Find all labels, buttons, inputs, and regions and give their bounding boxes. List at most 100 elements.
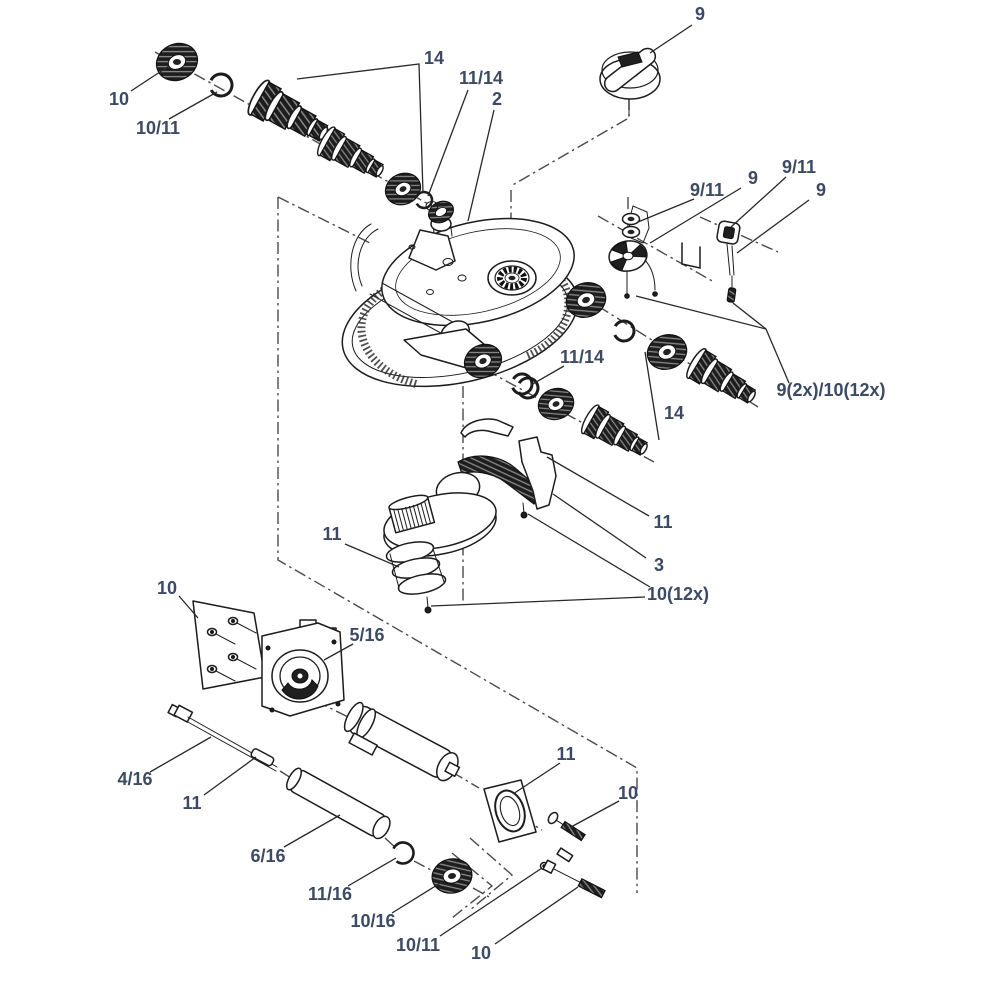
plate-screws bbox=[206, 616, 257, 682]
pump-head bbox=[261, 619, 345, 717]
leader-lines bbox=[130, 24, 810, 945]
part-label: 14 bbox=[664, 403, 684, 423]
main-housing bbox=[341, 200, 612, 396]
screw-right bbox=[522, 502, 525, 514]
leader-line bbox=[130, 65, 170, 92]
leader-line bbox=[203, 756, 257, 796]
union-nut bbox=[533, 382, 579, 426]
part-label: 9 bbox=[695, 4, 705, 24]
drain-hose bbox=[385, 541, 447, 595]
part-label: 9 bbox=[748, 168, 758, 188]
part-label: 10/11 bbox=[136, 118, 180, 138]
leader-line bbox=[512, 762, 561, 795]
part-label: 5/16 bbox=[349, 625, 384, 645]
hose-connector bbox=[577, 402, 655, 465]
spring bbox=[726, 287, 737, 303]
top-flap bbox=[460, 418, 514, 438]
regulator-parts-group bbox=[608, 205, 741, 303]
circlip bbox=[391, 841, 415, 865]
leader-line bbox=[168, 91, 218, 120]
leader-line bbox=[649, 187, 742, 244]
part-label: 11 bbox=[653, 512, 672, 532]
part-label: 6/16 bbox=[250, 846, 285, 866]
screw-1 bbox=[547, 811, 586, 842]
part-label: 10/11 bbox=[396, 935, 440, 955]
hose-adapter-assembly-right-lower bbox=[516, 376, 655, 465]
leader-line bbox=[527, 513, 651, 588]
part-label: 10 bbox=[157, 578, 177, 598]
leader-line bbox=[347, 857, 397, 887]
washer bbox=[612, 319, 636, 343]
screw-2 bbox=[542, 859, 606, 899]
part-label: 10 bbox=[618, 783, 638, 803]
leader-line bbox=[736, 199, 810, 254]
part-label: 11/16 bbox=[308, 884, 352, 904]
hose-adapter-assembly-left bbox=[155, 42, 439, 212]
part-label: 10/16 bbox=[350, 911, 395, 931]
leader-line bbox=[344, 543, 400, 568]
leader-line bbox=[732, 302, 767, 330]
leader-line bbox=[391, 881, 443, 914]
leader-line bbox=[296, 63, 424, 194]
valve-bracket bbox=[518, 436, 557, 510]
part-label: 9/11 bbox=[782, 157, 816, 177]
mounting-plate bbox=[192, 600, 266, 690]
carry-handle bbox=[350, 223, 372, 292]
spacer-sleeve bbox=[556, 847, 574, 863]
part-label: 10 bbox=[471, 943, 491, 963]
washer bbox=[208, 72, 234, 98]
washer-2 bbox=[414, 190, 434, 210]
part-label: 4/16 bbox=[117, 769, 152, 789]
c-clip bbox=[681, 242, 701, 269]
leader-line bbox=[570, 800, 620, 828]
leader-line bbox=[283, 814, 341, 848]
tube bbox=[285, 767, 391, 840]
strainer bbox=[388, 494, 436, 534]
leader-line bbox=[430, 596, 646, 607]
gasket-plate bbox=[483, 779, 537, 843]
part-label: 11 bbox=[322, 524, 341, 544]
part-label: 11 bbox=[182, 793, 201, 813]
union-nut-2 bbox=[379, 166, 427, 212]
part-label: 9 bbox=[816, 180, 826, 200]
hose-adapter-assembly-right-upper bbox=[612, 319, 764, 414]
part-label: 9(2x)/10(12x) bbox=[776, 380, 885, 400]
leader-line bbox=[427, 89, 469, 197]
part-label: 11/14 bbox=[459, 68, 503, 88]
leader-line bbox=[552, 493, 647, 559]
screw-bottom bbox=[426, 596, 429, 609]
part-label: 10 bbox=[109, 89, 129, 109]
leader-line bbox=[178, 595, 199, 619]
impeller bbox=[608, 240, 658, 299]
leader-line bbox=[323, 643, 354, 661]
eyelet-pin bbox=[716, 220, 741, 303]
leader-line bbox=[730, 176, 787, 228]
leader-line bbox=[467, 109, 495, 222]
motor-pump-assembly bbox=[167, 600, 606, 899]
diverter-valve-assembly bbox=[383, 418, 557, 614]
leader-line bbox=[546, 456, 650, 517]
control-knob bbox=[599, 47, 661, 117]
heater-rod bbox=[167, 703, 278, 772]
internal-pipe bbox=[381, 282, 459, 326]
washer bbox=[516, 376, 540, 400]
leader-line bbox=[149, 736, 212, 773]
leader-line bbox=[644, 351, 660, 441]
part-label: 11/14 bbox=[560, 347, 604, 367]
seal-ring bbox=[425, 201, 439, 211]
part-label: 10(12x) bbox=[647, 584, 709, 604]
part-labels: 1010/111411/14299/1199/1199(2x)/10(12x)1… bbox=[109, 4, 886, 963]
leader-line bbox=[494, 886, 579, 945]
part-label: 11 bbox=[556, 744, 575, 764]
leader-line bbox=[530, 365, 565, 386]
leader-line bbox=[649, 24, 693, 54]
leader-line bbox=[637, 198, 695, 223]
rod-sleeve bbox=[250, 748, 275, 767]
leader-line bbox=[439, 867, 543, 937]
part-label: 3 bbox=[654, 555, 664, 575]
union-nut-bottom bbox=[428, 854, 476, 898]
part-label: 14 bbox=[424, 48, 444, 68]
union-nut bbox=[641, 328, 693, 376]
